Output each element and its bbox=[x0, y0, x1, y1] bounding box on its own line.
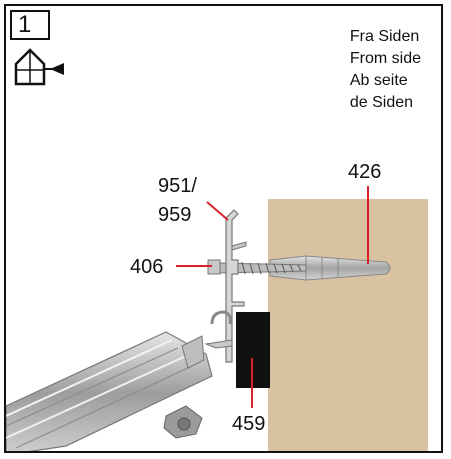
callout-lines bbox=[176, 186, 369, 408]
view-label-swedish: de Siden bbox=[349, 94, 414, 111]
callout-label-profile-line1: 951/ bbox=[158, 175, 197, 197]
glazing-bar bbox=[6, 331, 213, 451]
screw bbox=[207, 259, 307, 275]
callout-label-profile-line2: 959 bbox=[158, 204, 191, 226]
diagram-svg: 951/ 959 406 426 459 bbox=[6, 48, 428, 451]
wall-profile bbox=[204, 209, 247, 363]
callout-label-gasket: 459 bbox=[232, 413, 265, 435]
house-side-view-icon bbox=[14, 48, 64, 86]
view-label-english: From side bbox=[349, 50, 421, 67]
view-direction-labels: Fra Siden From side Ab seite de Siden bbox=[350, 26, 421, 114]
callout-line-profile bbox=[206, 201, 229, 221]
callout-label-plug: 426 bbox=[348, 161, 381, 183]
wall-plug bbox=[269, 255, 391, 281]
view-label-german: Ab seite bbox=[349, 72, 408, 89]
wall-beam bbox=[268, 199, 428, 451]
diagram-frame: 1 Fra Siden From side Ab seite de Siden bbox=[4, 4, 443, 453]
callout-label-screw: 406 bbox=[130, 256, 163, 278]
step-number-badge: 1 bbox=[10, 10, 50, 40]
view-label-danish: Fra Siden bbox=[349, 28, 420, 45]
